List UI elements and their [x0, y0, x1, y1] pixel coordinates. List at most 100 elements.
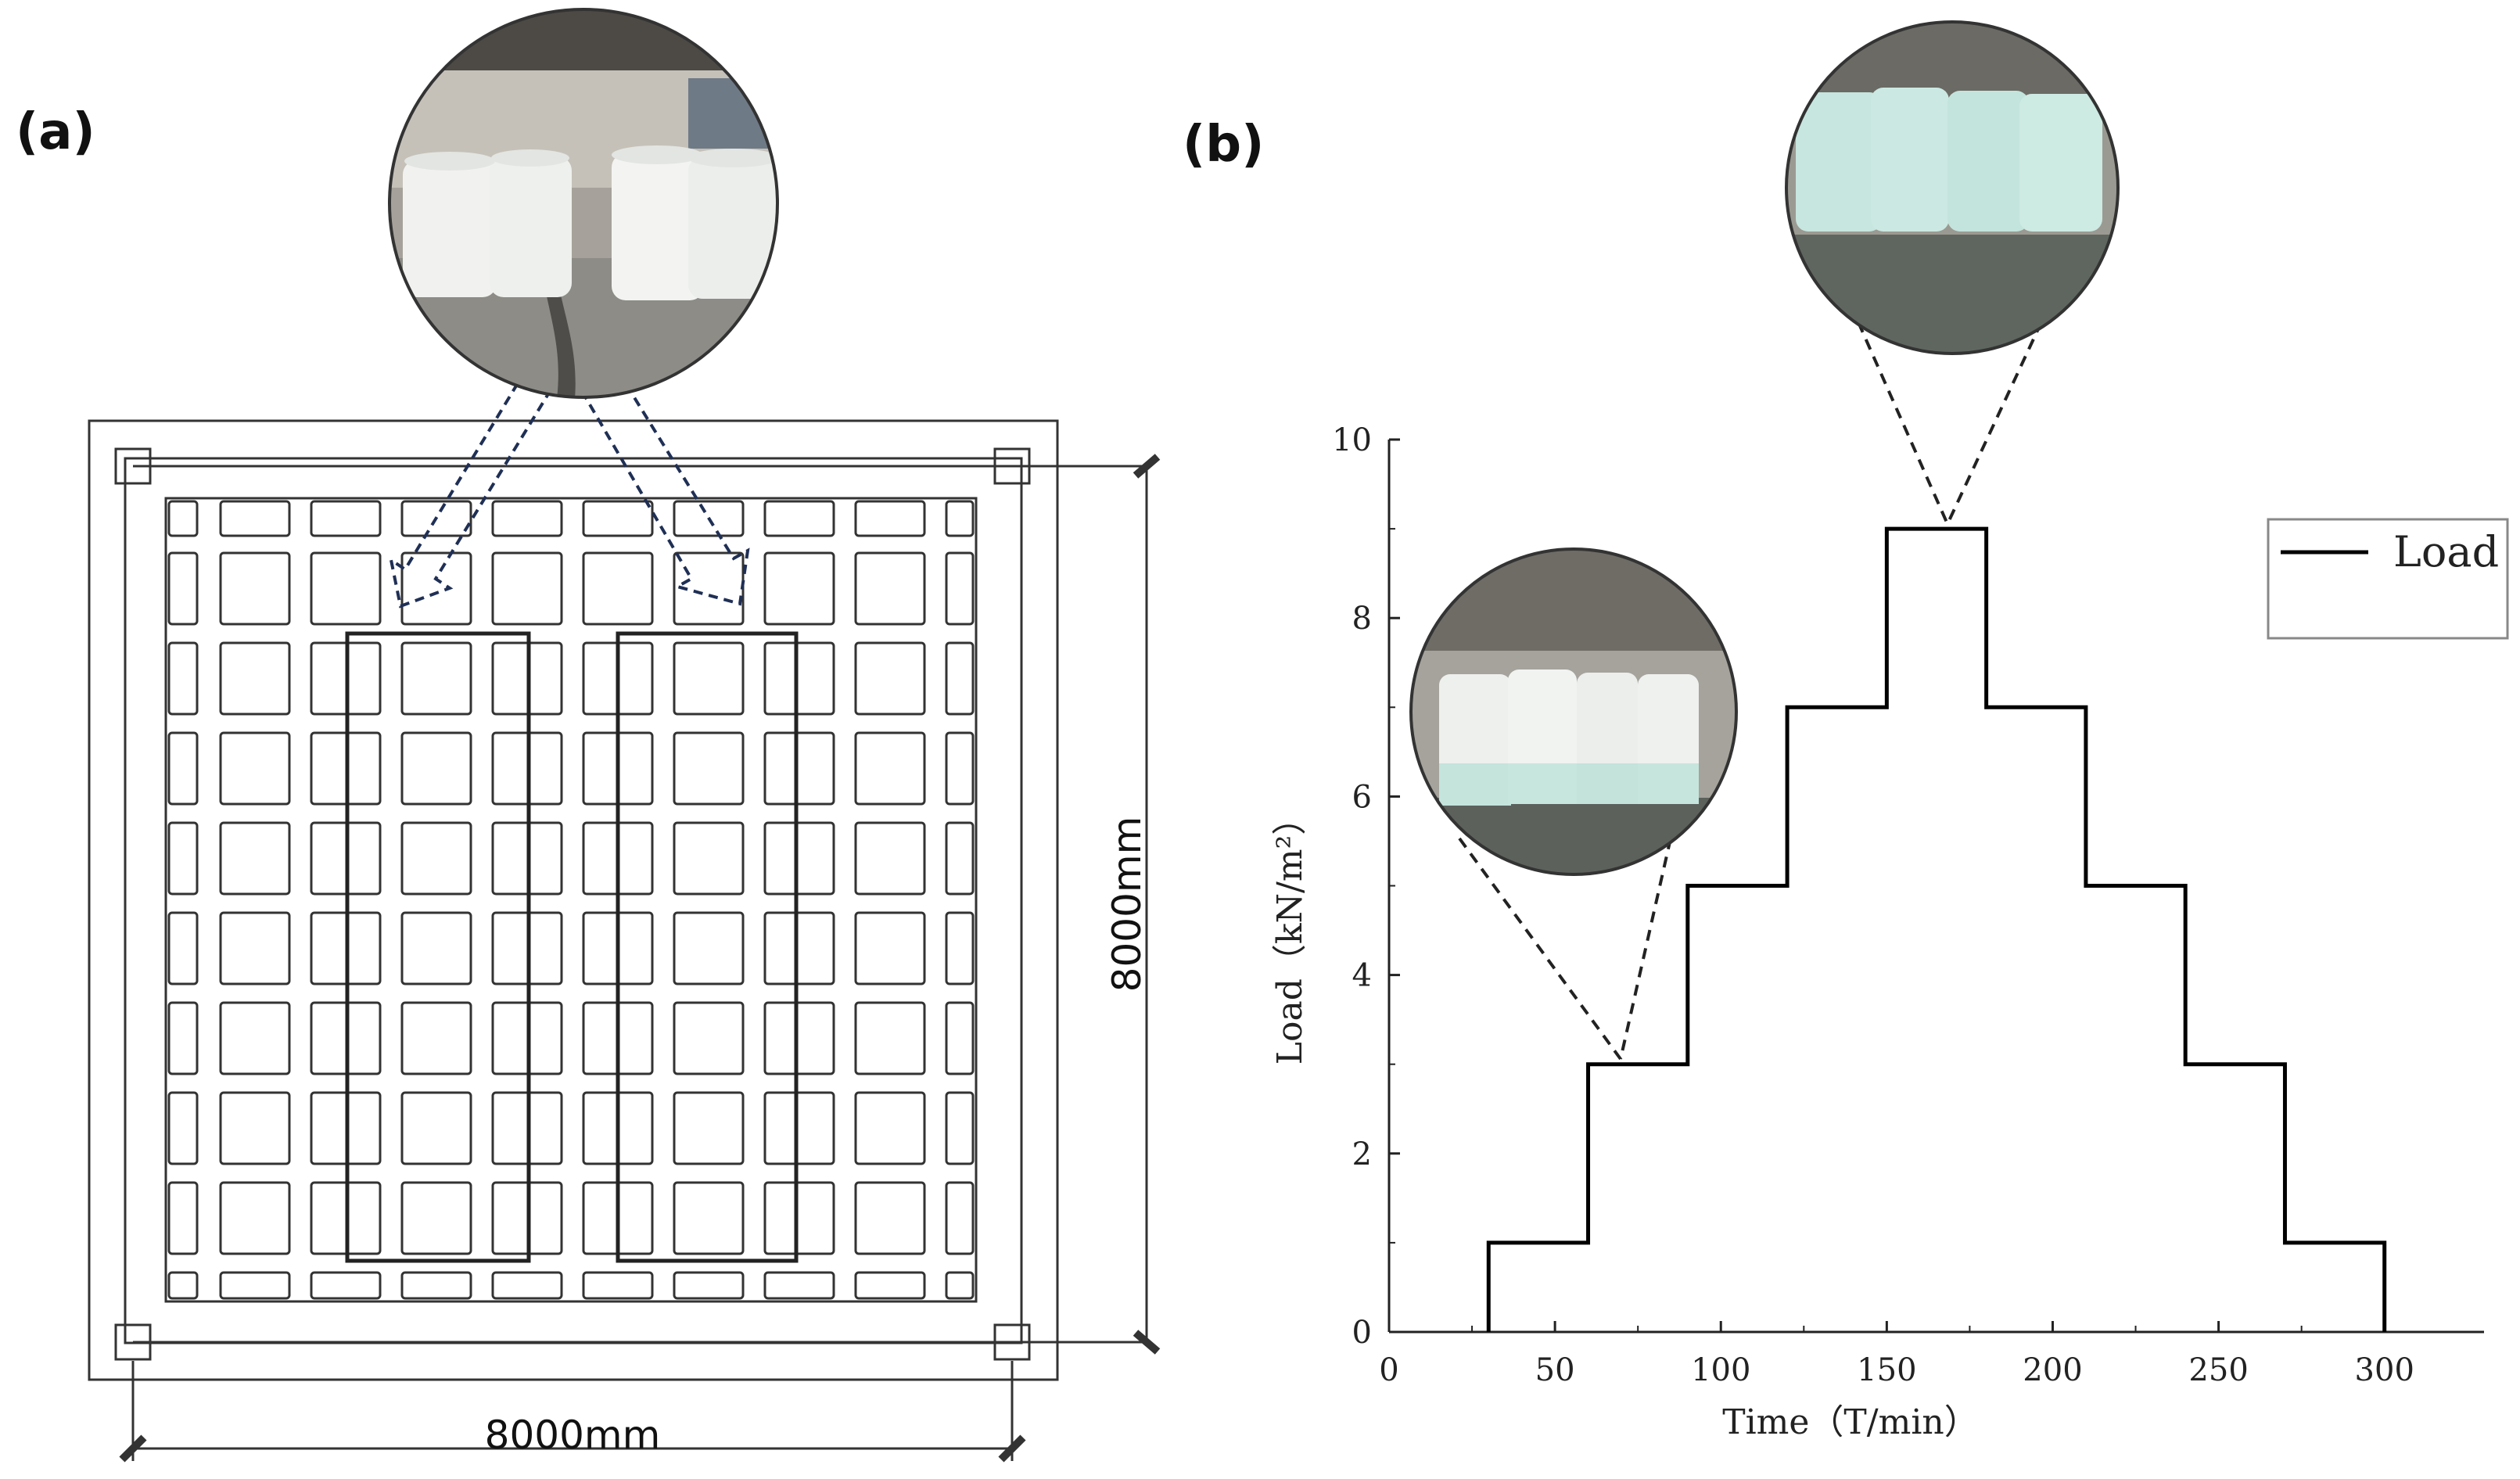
x-tick-label: 0 — [1379, 1352, 1398, 1388]
rib-cell — [582, 551, 654, 626]
rib-cell — [219, 641, 291, 716]
x-axis-title: Time（T/min） — [1722, 1402, 1979, 1442]
rib-cell — [854, 1181, 926, 1255]
rib-cell — [673, 1091, 745, 1165]
legend-box — [2267, 518, 2509, 640]
rib-cell — [167, 821, 199, 896]
rib-cell — [219, 821, 291, 896]
load-zone-left — [345, 631, 531, 1263]
rib-cell — [763, 911, 835, 985]
rib-cell — [673, 821, 745, 896]
rib-cell — [400, 1181, 472, 1255]
chart-legend: Load — [2267, 518, 2509, 640]
rib-cell — [491, 500, 563, 537]
x-tick-label: 150 — [1857, 1352, 1916, 1388]
rib-cell — [945, 911, 975, 985]
y-axis-title: Load（kN/m²） — [1270, 801, 1310, 1064]
rib-cell — [763, 1271, 835, 1300]
rib-cell — [219, 1091, 291, 1165]
rib-cell — [854, 731, 926, 806]
x-tick-label: 300 — [2355, 1352, 2414, 1388]
rib-cell — [310, 500, 382, 537]
rib-cell — [945, 1271, 975, 1300]
rib-cell — [400, 731, 472, 806]
rib-cell — [310, 1271, 382, 1300]
rib-cell — [491, 551, 563, 626]
rib-cell — [219, 500, 291, 537]
rib-cell — [854, 911, 926, 985]
x-tick-label: 250 — [2188, 1352, 2248, 1388]
rib-cell — [582, 500, 654, 537]
rib-cell — [167, 1271, 199, 1300]
rib-cell — [167, 731, 199, 806]
rib-cell — [854, 551, 926, 626]
y-tick-label: 0 — [1352, 1315, 1372, 1351]
rib-cell — [167, 1091, 199, 1165]
rib-cell — [167, 500, 199, 537]
rib-cell — [854, 1091, 926, 1165]
rib-cell — [219, 1001, 291, 1075]
legend-label-load: Load — [2393, 527, 2499, 576]
rib-cell — [854, 1001, 926, 1075]
rib-cell — [167, 1001, 199, 1075]
rib-cell — [400, 641, 472, 716]
water-tank-photo-middle — [1411, 549, 1736, 874]
rib-cell — [582, 1271, 654, 1300]
rib-cell — [167, 1181, 199, 1255]
panel-b-label: (b) — [1183, 116, 1264, 174]
rib-cell — [854, 641, 926, 716]
rib-cell — [763, 641, 835, 716]
rib-cell — [763, 1181, 835, 1255]
rib-cell — [763, 1091, 835, 1165]
x-tick-label: 50 — [1535, 1352, 1575, 1388]
x-tick-label: 100 — [1691, 1352, 1750, 1388]
rib-cell — [763, 551, 835, 626]
y-tick-label: 6 — [1352, 779, 1372, 815]
rib-cell — [219, 911, 291, 985]
rib-grid — [167, 500, 975, 1300]
rib-cell — [854, 821, 926, 896]
rib-cell — [763, 821, 835, 896]
water-tank-photo-right — [1786, 22, 2118, 354]
rib-cell — [219, 1271, 291, 1300]
dashed-arrow-icon — [389, 377, 750, 608]
panel-a-label: (a) — [16, 103, 95, 161]
slab-inner-boundary — [124, 457, 1023, 1344]
series-load-line — [1486, 526, 2387, 1332]
rib-cell — [400, 821, 472, 896]
rib-cell — [310, 551, 382, 626]
callout-lines — [1458, 321, 2043, 1061]
rib-cell — [219, 1181, 291, 1255]
rib-cell — [167, 551, 199, 626]
rib-cell — [945, 1181, 975, 1255]
rib-cell — [945, 731, 975, 806]
rib-cell — [491, 1271, 563, 1300]
y-tick-label: 2 — [1352, 1136, 1372, 1172]
rib-cell — [673, 500, 745, 537]
rib-cell — [400, 551, 472, 626]
y-tick-label: 4 — [1352, 958, 1372, 994]
x-tick-label: 200 — [2023, 1352, 2082, 1388]
rib-cell — [854, 500, 926, 537]
rib-cell — [854, 1271, 926, 1300]
rib-cell — [945, 641, 975, 716]
panel-a: (a) 8000mm 8000mm — [16, 8, 1161, 1463]
rib-cell — [400, 500, 472, 537]
rib-cell — [219, 551, 291, 626]
y-tick-label: 8 — [1352, 601, 1372, 637]
rib-cell — [763, 731, 835, 806]
slab-outer-boundary — [88, 419, 1059, 1381]
rib-cell — [763, 500, 835, 537]
rib-cell — [945, 1091, 975, 1165]
rib-cell — [673, 1001, 745, 1075]
rib-cell — [167, 641, 199, 716]
ribbed-area-boundary — [164, 497, 978, 1303]
rib-cell — [945, 551, 975, 626]
rib-cell — [400, 1091, 472, 1165]
rib-cell — [673, 1181, 745, 1255]
rib-cell — [400, 1271, 472, 1300]
